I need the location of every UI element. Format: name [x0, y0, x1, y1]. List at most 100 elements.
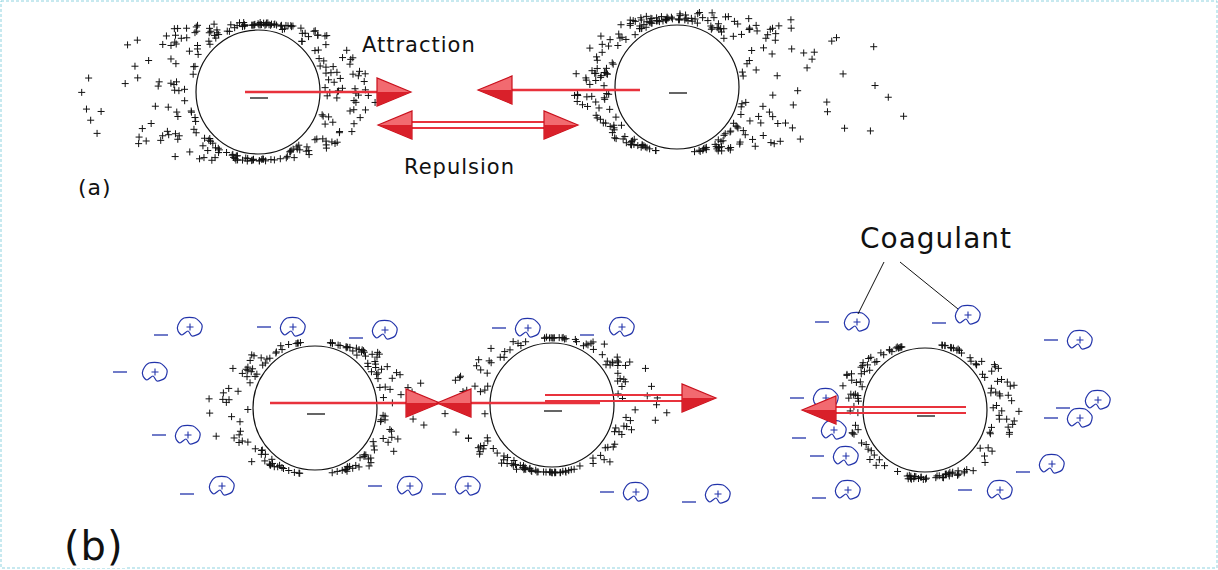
positive-charge — [262, 451, 269, 458]
colloid-particle — [615, 25, 739, 149]
positive-charge — [94, 130, 101, 137]
negative-ion — [790, 397, 804, 398]
positive-charge — [382, 327, 389, 334]
positive-charge — [941, 342, 948, 349]
positive-charge — [320, 113, 327, 120]
positive-charge — [258, 447, 265, 454]
positive-charge — [295, 142, 302, 149]
positive-charge — [288, 23, 295, 30]
negative-ion — [113, 371, 127, 372]
positive-charge — [618, 34, 625, 41]
leader-line — [900, 262, 958, 309]
coagulant-ion — [397, 476, 422, 495]
positive-charge — [973, 361, 980, 368]
positive-charge — [350, 71, 357, 78]
positive-charge — [98, 108, 105, 115]
positive-charge — [321, 32, 328, 39]
positive-charge — [653, 401, 660, 408]
positive-charge — [358, 348, 365, 355]
positive-charge — [852, 422, 859, 429]
positive-charge — [589, 455, 596, 462]
positive-charge — [727, 128, 734, 135]
positive-charge — [584, 341, 591, 348]
arrow-head-shade — [802, 410, 836, 424]
positive-charge — [618, 122, 625, 129]
negative-ion — [580, 334, 594, 335]
positive-charge — [620, 423, 627, 430]
positive-charge — [689, 18, 696, 25]
positive-charge — [855, 398, 862, 405]
positive-charge — [541, 335, 548, 342]
positive-charge — [253, 371, 260, 378]
positive-charge — [319, 111, 326, 118]
positive-charge — [216, 146, 223, 153]
positive-charge — [212, 35, 219, 42]
coagulant-ions — [113, 305, 1110, 503]
positive-charge — [664, 14, 671, 21]
positive-charge — [733, 122, 740, 129]
positive-charge — [369, 351, 376, 358]
positive-charge — [873, 358, 880, 365]
positive-charge — [994, 378, 1001, 385]
annotation-label: Attraction — [360, 34, 478, 57]
positive-charge — [1011, 382, 1018, 389]
positive-charge — [329, 339, 336, 346]
positive-charge — [606, 458, 613, 465]
negative-ion — [812, 497, 826, 498]
positive-charge — [629, 137, 636, 144]
positive-charge — [620, 376, 627, 383]
positive-charge — [172, 32, 179, 39]
positive-charge — [833, 34, 840, 41]
positive-charge — [740, 127, 747, 134]
positive-charge — [605, 43, 612, 50]
positive-charge — [229, 365, 236, 372]
coagulant-ion — [1067, 408, 1092, 427]
positive-charge — [986, 429, 993, 436]
positive-charge — [982, 459, 989, 466]
positive-charge — [769, 92, 776, 99]
positive-charge — [228, 413, 235, 420]
positive-charge — [284, 153, 291, 160]
positive-charge — [725, 145, 732, 152]
positive-charge — [860, 359, 867, 366]
positive-charge — [285, 467, 292, 474]
positive-charge — [867, 354, 874, 361]
positive-charge — [174, 113, 181, 120]
positive-charge — [866, 456, 873, 463]
positive-charge — [787, 16, 794, 23]
positive-charge — [78, 89, 85, 96]
arrow-head-shade — [437, 403, 471, 417]
positive-charge — [642, 143, 649, 150]
positive-charge — [611, 428, 618, 435]
negative-ion — [810, 455, 824, 456]
positive-charge — [172, 153, 179, 160]
positive-charge — [676, 16, 683, 23]
positive-charge — [306, 151, 313, 158]
positive-charge — [663, 409, 670, 416]
positive-charge — [996, 416, 1003, 423]
positive-charge — [349, 347, 356, 354]
negative-charge — [307, 413, 325, 414]
positive-charge — [640, 21, 647, 28]
positive-charge — [361, 453, 368, 460]
positive-charge — [739, 69, 746, 76]
positive-charge — [923, 475, 930, 482]
positive-charge — [211, 21, 218, 28]
positive-charge — [279, 346, 286, 353]
positive-charge — [811, 49, 818, 56]
positive-charge — [764, 31, 771, 38]
positive-charge — [583, 93, 590, 100]
positive-charge — [788, 45, 795, 52]
positive-charge — [777, 138, 784, 145]
positive-charge — [250, 156, 257, 163]
positive-charge — [599, 41, 606, 48]
positive-charge — [131, 63, 138, 70]
positive-charge — [327, 69, 334, 76]
positive-charge — [251, 21, 258, 28]
positive-charge — [206, 41, 213, 48]
positive-charge — [339, 54, 346, 61]
positive-charge — [296, 470, 303, 477]
positive-charge — [465, 483, 472, 490]
positive-charge — [477, 388, 484, 395]
